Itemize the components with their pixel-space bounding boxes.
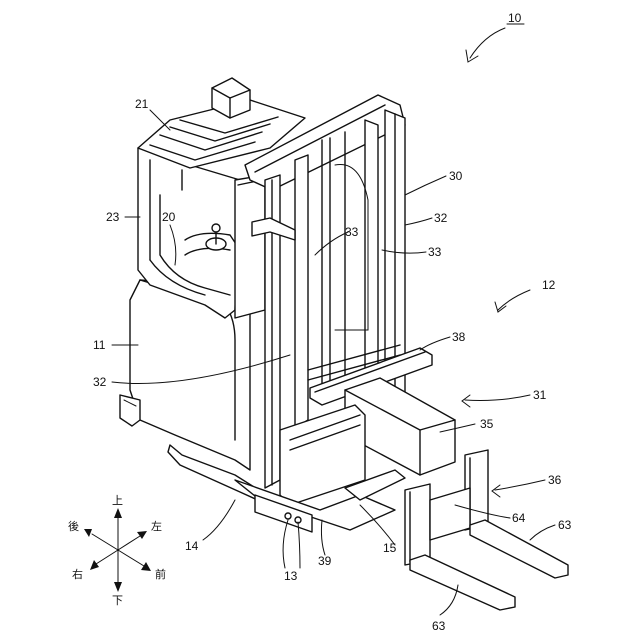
figure-number-label: 10 — [508, 11, 522, 25]
label-13: 13 — [284, 569, 298, 583]
label-20: 20 — [162, 210, 176, 224]
label-64: 64 — [512, 511, 526, 525]
label-32-left: 32 — [93, 375, 107, 389]
label-21: 21 — [135, 97, 149, 111]
label-30: 30 — [449, 169, 463, 183]
label-11: 11 — [93, 338, 106, 352]
label-35: 35 — [480, 417, 494, 431]
figure-number: 10 — [466, 11, 524, 62]
label-36: 36 — [548, 473, 562, 487]
direction-down: 下 — [112, 594, 123, 607]
direction-left: 左 — [151, 520, 162, 533]
direction-right: 右 — [72, 567, 83, 581]
direction-back: 後 — [68, 519, 79, 533]
label-33-right: 33 — [428, 245, 442, 259]
label-32-right: 32 — [434, 211, 448, 225]
label-15: 15 — [383, 541, 397, 555]
label-39: 39 — [318, 554, 332, 568]
label-23: 23 — [106, 210, 120, 224]
label-33-upper: 33 — [345, 225, 359, 239]
label-31: 31 — [533, 388, 547, 402]
label-14: 14 — [185, 539, 199, 553]
direction-up: 上 — [112, 494, 123, 507]
label-38: 38 — [452, 330, 466, 344]
direction-front: 前 — [155, 567, 166, 581]
direction-indicator: 上 下 後 左 右 前 — [68, 494, 166, 607]
label-63-right: 63 — [558, 518, 572, 532]
label-12: 12 — [542, 278, 556, 292]
label-63-left: 63 — [432, 619, 446, 633]
